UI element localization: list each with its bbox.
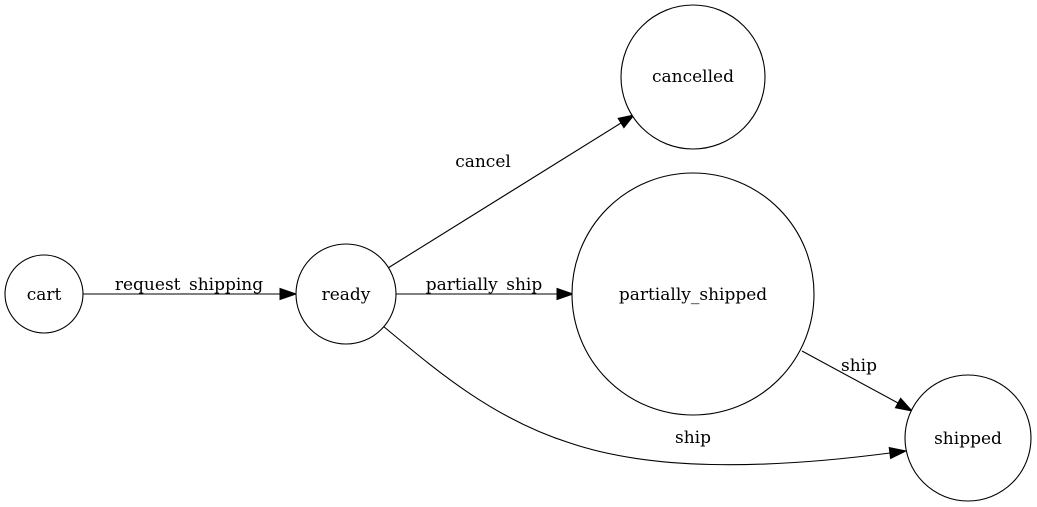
node-label-partially-shipped: partially_shipped [619, 285, 767, 305]
node-cancelled: cancelled [620, 4, 766, 150]
edge-ship-from-ready: ship [382, 325, 908, 466]
edge-label-request-shipping: request_shipping [115, 275, 263, 295]
edge-label-partially-ship: partially_ship [426, 275, 543, 295]
node-partially-shipped: partially_shipped [571, 172, 815, 416]
edge-ship-from-partial: ship [801, 350, 914, 412]
edge-cancel: cancel [387, 114, 636, 269]
node-label-cart: cart [27, 285, 62, 305]
edge-request-shipping: request_shipping [83, 275, 298, 301]
node-label-ready: ready [322, 285, 371, 305]
edge-label-cancel: cancel [455, 152, 511, 172]
edge-label-ship-from-partial: ship [841, 356, 877, 376]
node-ready: ready [295, 243, 397, 345]
node-label-cancelled: cancelled [652, 67, 734, 87]
node-label-shipped: shipped [934, 429, 1002, 449]
edge-label-ship-from-ready: ship [675, 428, 711, 448]
node-cart: cart [4, 254, 84, 334]
node-shipped: shipped [904, 374, 1032, 502]
edge-partially-ship: partially_ship [396, 275, 575, 301]
